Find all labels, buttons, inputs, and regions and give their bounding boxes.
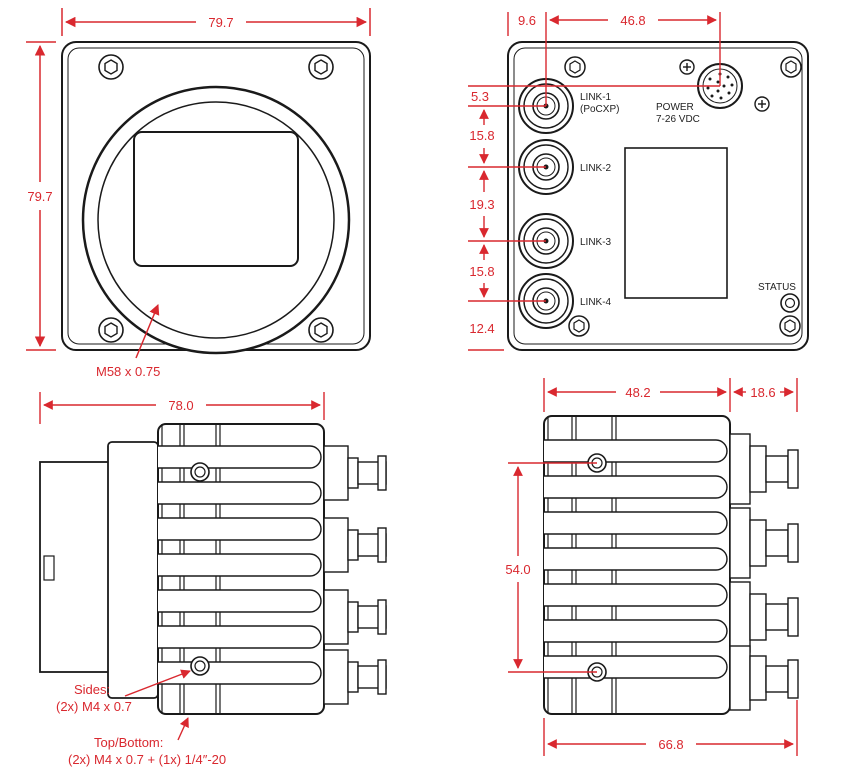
status-led (780, 293, 800, 313)
power-sub-label: 7-26 VDC (656, 114, 700, 125)
rear-screw-br (779, 315, 801, 337)
cooling-fins-left (158, 445, 322, 685)
front-screw-br (308, 317, 334, 343)
rear-link1-top-dim: 5.3 (471, 89, 489, 104)
right-overall-dim: 66.8 (658, 737, 683, 752)
side-length-dim: 78.0 (168, 398, 193, 413)
link3-label: LINK-3 (580, 237, 612, 248)
front-screw-tl (98, 54, 124, 80)
plus-screw-1 (679, 59, 695, 75)
rear-link2-link3-dim: 19.3 (469, 197, 494, 212)
bnc-side-right (729, 433, 799, 711)
sensor-window (133, 131, 299, 267)
rear-screw-tr (780, 56, 802, 78)
front-width-dim: 79.7 (208, 15, 233, 30)
link2-label: LINK-2 (580, 163, 612, 174)
sides-callout-spec: (2x) M4 x 0.7 (56, 699, 132, 714)
power-label: POWER (656, 102, 694, 113)
topbottom-callout-title: Top/Bottom: (94, 735, 163, 750)
right-hole-spacing-dim: 54.0 (505, 562, 530, 577)
front-screw-tr (308, 54, 334, 80)
rear-screw-bl (568, 315, 590, 337)
rear-body-inner (513, 47, 803, 345)
link1-sub-label: (PoCXP) (580, 104, 619, 115)
front-view: 79.7 79.7 M58 x 0.75 (26, 8, 371, 379)
rear-screw-tl (564, 56, 586, 78)
front-height-dim: 79.7 (27, 189, 52, 204)
side-mount-hole-bottom (190, 656, 210, 676)
mount-callout: M58 x 0.75 (96, 364, 160, 379)
rear-label-plate (624, 147, 728, 299)
right-body-dim: 48.2 (625, 385, 650, 400)
front-flange-side (107, 441, 159, 699)
link4-label: LINK-4 (580, 297, 612, 308)
rear-link3-link4-dim: 15.8 (469, 264, 494, 279)
rear-link4-bottom-dim: 12.4 (469, 321, 494, 336)
bnc-side-left (323, 445, 387, 705)
cooling-fins-right (544, 439, 728, 679)
right-connector-dim: 18.6 (750, 385, 775, 400)
sides-callout-title: Sides: (74, 682, 110, 697)
lens-mount-clip (43, 555, 55, 581)
side-mount-hole-top (190, 462, 210, 482)
rear-view: POWER 7-26 VDC STATUS (468, 12, 809, 351)
status-label: STATUS (758, 282, 796, 293)
plus-screw-2 (754, 96, 770, 112)
side-view-right: 48.2 18.6 54.0 66.8 (505, 378, 799, 756)
rear-power-offset-dim: 46.8 (620, 13, 645, 28)
topbottom-callout-spec: (2x) M4 x 0.7 + (1x) 1/4″-20 (68, 752, 226, 767)
rear-left-offset-dim: 9.6 (518, 13, 536, 28)
link1-label: LINK-1 (580, 92, 612, 103)
side-view-left: 78.0 Sides: (2x) M4 x 0.7 Top/Bottom: (2… (39, 392, 387, 767)
rear-link1-link2-dim: 15.8 (469, 128, 494, 143)
front-screw-bl (98, 317, 124, 343)
